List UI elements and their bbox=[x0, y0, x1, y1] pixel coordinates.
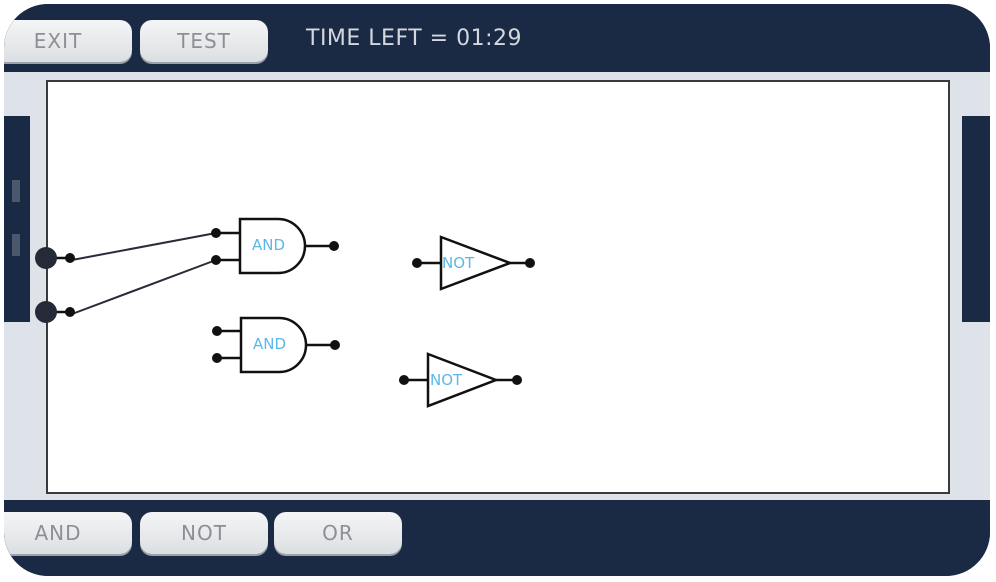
output-panel bbox=[962, 116, 990, 322]
game-screen: EXIT TEST TIME LEFT = 01:29 bbox=[4, 4, 990, 576]
not-gate-2-label: NOT bbox=[430, 371, 463, 389]
and2-input-a-pin[interactable] bbox=[212, 326, 222, 336]
add-and-gate-button[interactable]: AND bbox=[4, 512, 132, 554]
and-gate-2-label: AND bbox=[253, 335, 287, 353]
circuit-canvas bbox=[71, 217, 535, 408]
and1-input-b-pin[interactable] bbox=[211, 255, 221, 265]
time-left-display: TIME LEFT = 01:29 bbox=[306, 26, 522, 51]
test-button[interactable]: TEST bbox=[140, 20, 268, 62]
circuit-inputs bbox=[35, 247, 75, 323]
input-1-pin[interactable] bbox=[65, 253, 75, 263]
input-2-pin[interactable] bbox=[65, 307, 75, 317]
and-gate-2[interactable] bbox=[212, 316, 340, 374]
top-toolbar: EXIT TEST TIME LEFT = 01:29 bbox=[4, 4, 990, 70]
add-or-gate-button[interactable]: OR bbox=[274, 512, 402, 554]
not1-output-pin[interactable] bbox=[525, 258, 535, 268]
wire-1[interactable] bbox=[71, 232, 217, 261]
wire-2[interactable] bbox=[71, 259, 217, 315]
not1-input-pin[interactable] bbox=[412, 258, 422, 268]
and1-input-a-pin[interactable] bbox=[211, 228, 221, 238]
not-gate-2[interactable] bbox=[399, 352, 522, 408]
input-panel bbox=[4, 116, 30, 322]
not-gate-1-label: NOT bbox=[442, 254, 475, 272]
and-gate-1[interactable] bbox=[211, 217, 339, 275]
exit-button[interactable]: EXIT bbox=[4, 20, 132, 62]
input-switch-1[interactable] bbox=[35, 247, 57, 269]
add-not-gate-button[interactable]: NOT bbox=[140, 512, 268, 554]
not2-output-pin[interactable] bbox=[512, 375, 522, 385]
and2-input-b-pin[interactable] bbox=[212, 353, 222, 363]
and2-output-pin[interactable] bbox=[330, 340, 340, 350]
input-slot-2 bbox=[12, 234, 20, 256]
and-gate-1-label: AND bbox=[252, 236, 286, 254]
input-slot-1 bbox=[12, 180, 20, 202]
and1-output-pin[interactable] bbox=[329, 241, 339, 251]
gate-palette: AND NOT OR bbox=[4, 500, 990, 576]
circuit-board[interactable]: AND AND NOT NOT bbox=[46, 80, 950, 494]
input-switch-2[interactable] bbox=[35, 301, 57, 323]
not2-input-pin[interactable] bbox=[399, 375, 409, 385]
not-gate-1[interactable] bbox=[412, 235, 535, 291]
